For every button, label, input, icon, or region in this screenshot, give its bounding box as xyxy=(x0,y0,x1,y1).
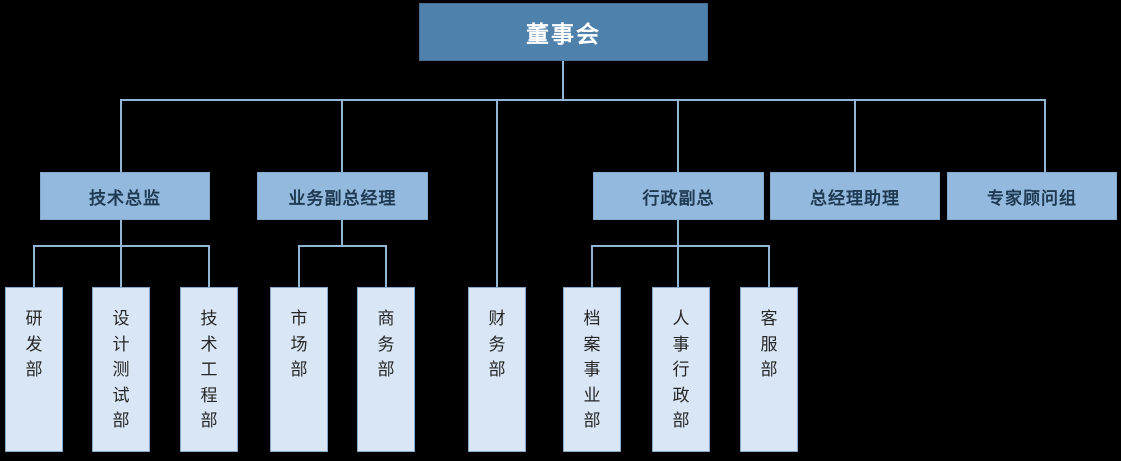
connector-admin-stub xyxy=(677,220,679,287)
connector-tech-stub xyxy=(120,220,122,287)
org-node-tech-director-label: 技术总监 xyxy=(89,188,161,209)
connector-biz-stub xyxy=(341,220,343,247)
org-node-finance-dept-label: 财务部 xyxy=(488,309,506,380)
org-node-marketing-dept-label: 市场部 xyxy=(290,309,308,380)
connector-drop-assistant xyxy=(854,99,856,172)
connector-drop-biz xyxy=(341,99,343,172)
org-node-rnd-dept[interactable]: 研发部 xyxy=(5,287,63,452)
org-node-business-deputy-gm[interactable]: 业务副总经理 xyxy=(257,172,428,220)
connector-admin-rail xyxy=(591,245,770,247)
connector-drop-tech xyxy=(120,99,122,172)
connector-admin-child-3 xyxy=(768,245,770,287)
org-node-design-test-dept-label: 设计测试部 xyxy=(112,309,130,431)
connector-drop-admin xyxy=(677,99,679,172)
org-node-customer-service-dept[interactable]: 客服部 xyxy=(740,287,798,452)
org-node-gm-assistant-label: 总经理助理 xyxy=(810,188,900,209)
org-node-admin-deputy-label: 行政副总 xyxy=(642,188,715,209)
org-node-expert-advisory-group-label: 专家顾问组 xyxy=(987,188,1077,209)
org-node-archive-business-dept-label: 档案事业部 xyxy=(583,309,601,431)
org-node-admin-deputy[interactable]: 行政副总 xyxy=(593,172,764,220)
org-node-archive-business-dept[interactable]: 档案事业部 xyxy=(563,287,621,452)
org-node-rnd-dept-label: 研发部 xyxy=(25,309,43,380)
connector-tech-rail xyxy=(33,245,210,247)
connector-main-rail xyxy=(121,99,1046,101)
connector-root-stub xyxy=(562,61,564,100)
connector-drop-finance xyxy=(496,99,498,287)
org-node-gm-assistant[interactable]: 总经理助理 xyxy=(770,172,940,220)
org-node-finance-dept[interactable]: 财务部 xyxy=(468,287,526,452)
org-node-tech-director[interactable]: 技术总监 xyxy=(40,172,210,220)
connector-admin-child-1 xyxy=(591,245,593,287)
connector-biz-rail xyxy=(298,245,387,247)
connector-biz-child-2 xyxy=(385,245,387,287)
connector-tech-child-3 xyxy=(208,245,210,287)
org-node-board-label: 董事会 xyxy=(526,22,601,48)
org-node-marketing-dept[interactable]: 市场部 xyxy=(270,287,328,452)
org-node-expert-advisory-group[interactable]: 专家顾问组 xyxy=(947,172,1117,220)
org-node-hr-admin-dept-label: 人事行政部 xyxy=(672,309,690,431)
connector-tech-child-1 xyxy=(33,245,35,287)
org-node-hr-admin-dept[interactable]: 人事行政部 xyxy=(652,287,710,452)
org-node-business-deputy-gm-label: 业务副总经理 xyxy=(288,188,397,209)
org-node-commerce-dept[interactable]: 商务部 xyxy=(357,287,415,452)
connector-biz-child-1 xyxy=(298,245,300,287)
org-node-commerce-dept-label: 商务部 xyxy=(377,309,395,380)
org-node-tech-engineering-dept[interactable]: 技术工程部 xyxy=(180,287,238,452)
connector-drop-expert xyxy=(1044,99,1046,172)
org-node-tech-engineering-dept-label: 技术工程部 xyxy=(200,309,218,431)
org-node-board[interactable]: 董事会 xyxy=(419,3,708,61)
org-node-customer-service-dept-label: 客服部 xyxy=(760,309,778,380)
org-node-design-test-dept[interactable]: 设计测试部 xyxy=(92,287,150,452)
